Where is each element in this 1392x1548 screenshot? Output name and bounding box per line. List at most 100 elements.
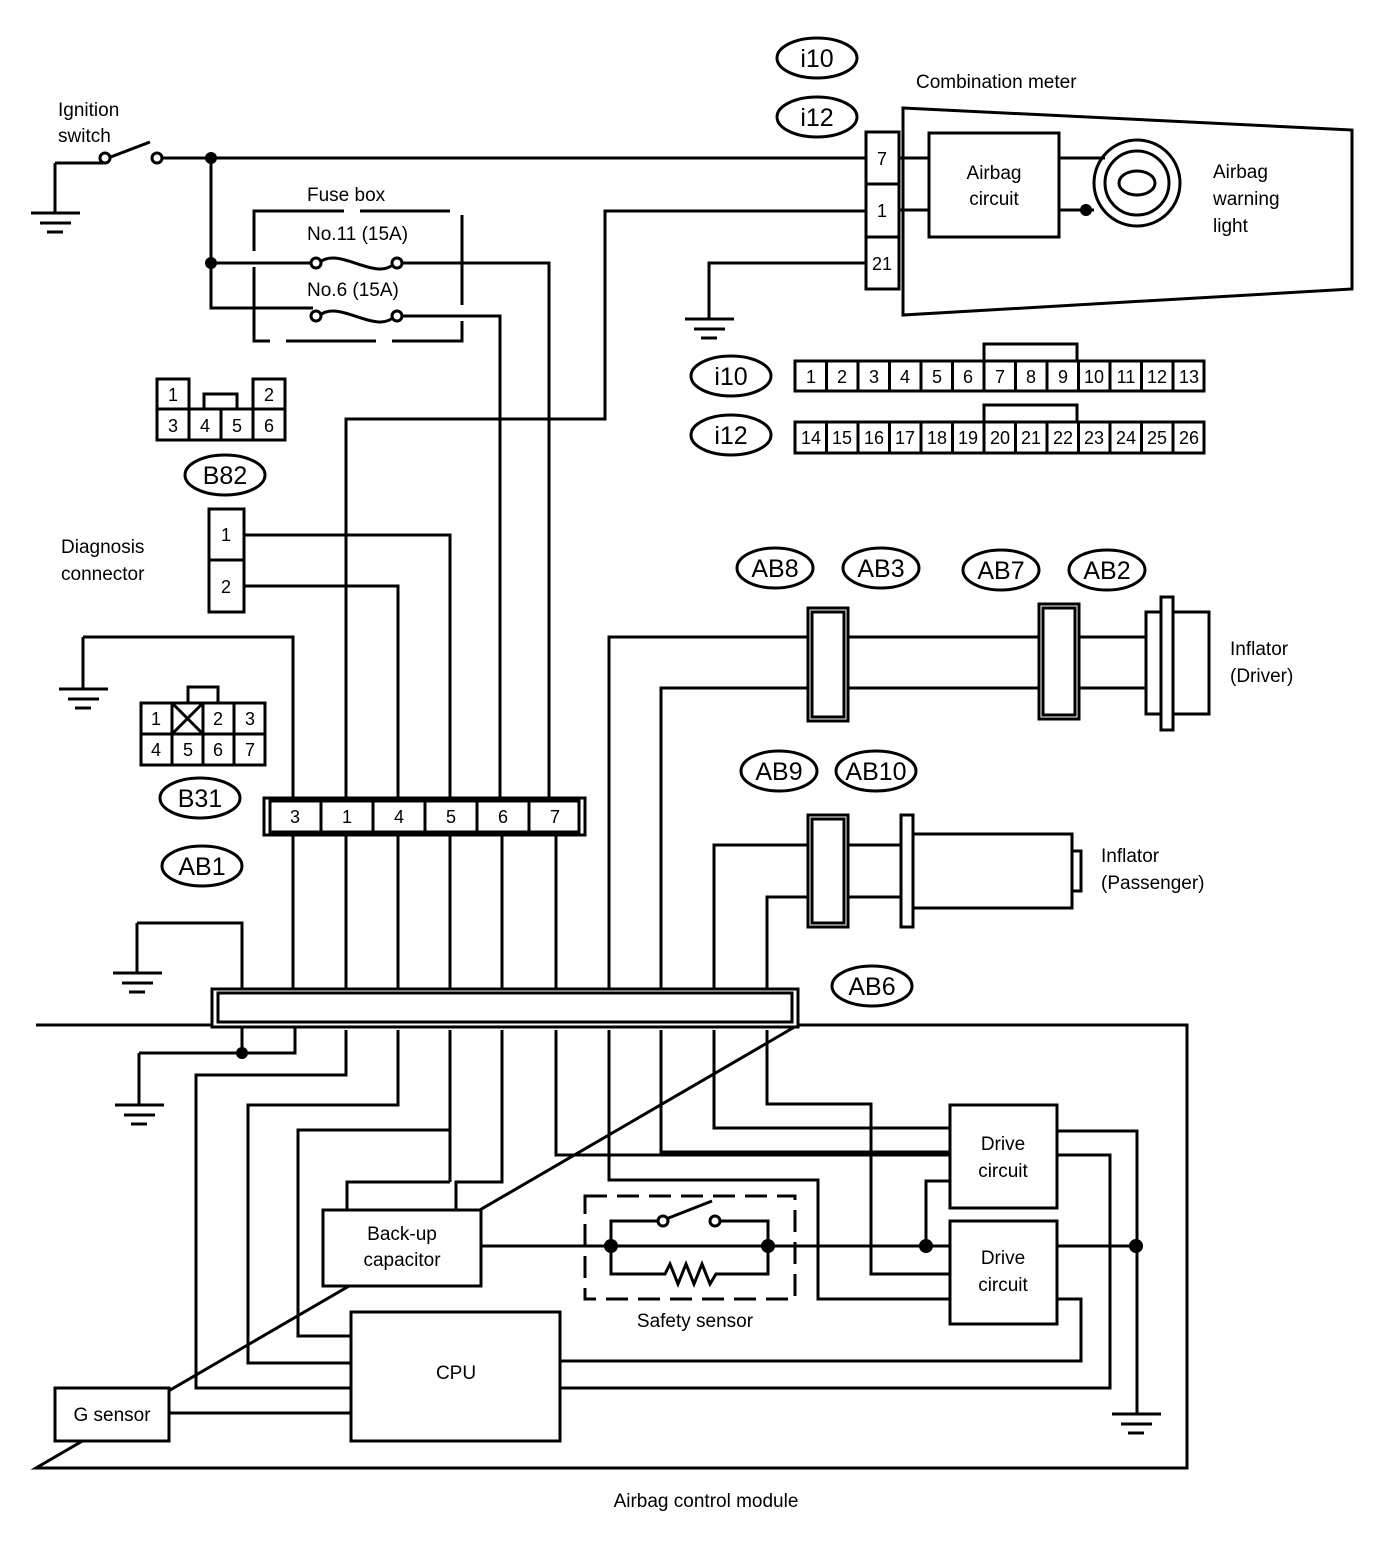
ab1-pin-1: 1 [342, 807, 352, 827]
b82-pin: 5 [232, 416, 242, 436]
i10-pin: 11 [1117, 367, 1136, 387]
inflator-passenger-label-1: Inflator [1101, 846, 1160, 867]
fuse-box-label: Fuse box [307, 185, 386, 206]
b82-pin: 1 [168, 385, 178, 405]
g-sensor-box [53, 1386, 171, 1443]
diag-pin-2: 2 [221, 577, 231, 597]
i12-pin: 15 [832, 428, 852, 448]
tag-ab8: AB8 [751, 555, 798, 583]
ab1-pin-4: 4 [394, 807, 404, 827]
backup-capacitor-label-1: Back-up [367, 1224, 437, 1245]
inflator-driver-label-2: (Driver) [1230, 666, 1293, 687]
airbag-circuit-label-2: circuit [969, 189, 1019, 210]
b31-pin: 4 [151, 740, 161, 760]
diag-pin-1: 1 [221, 525, 231, 545]
i10-connector-face [793, 342, 1206, 393]
tag-ab7: AB7 [977, 557, 1024, 585]
ground-symbols [31, 211, 1161, 1435]
backup-capacitor-box [321, 1208, 483, 1288]
b31-pin: 3 [245, 709, 255, 729]
i10-pin: 10 [1084, 367, 1104, 387]
combination-meter [864, 106, 1354, 317]
i12-pin: 16 [864, 428, 884, 448]
driver-inflator-harness [806, 595, 1211, 732]
fuse-no6-label: No.6 (15A) [307, 280, 399, 301]
i12-pin: 14 [801, 428, 821, 448]
i10-pin: 8 [1026, 367, 1036, 387]
ab1-pin-6: 6 [498, 807, 508, 827]
tag-ab9: AB9 [755, 758, 802, 786]
tag-ab10: AB10 [845, 758, 906, 786]
tag-ab6: AB6 [848, 973, 895, 1001]
fuse-box [252, 209, 464, 343]
tag-i10: i10 [714, 363, 747, 391]
tag-ab1: AB1 [178, 853, 225, 881]
warning-light-label-3: light [1213, 216, 1249, 237]
i12-pin: 25 [1147, 428, 1167, 448]
i12-pin: 23 [1084, 428, 1104, 448]
warning-light-label-2: warning [1212, 189, 1280, 210]
tag-ab2: AB2 [1083, 557, 1130, 585]
b31-pin: 6 [213, 740, 223, 760]
ignition-switch-label-1: Ignition [58, 100, 119, 121]
drive-circuit-1-label-2: circuit [978, 1161, 1028, 1182]
warning-light-label-1: Airbag [1213, 162, 1268, 183]
connector-tag-ovals [158, 36, 1147, 1008]
i10-pin: 3 [869, 367, 879, 387]
i10-pin: 4 [900, 367, 910, 387]
i10-pin: 12 [1147, 367, 1167, 387]
i10-pin: 9 [1058, 367, 1068, 387]
b31-pin: 1 [151, 709, 161, 729]
b31-pin: 2 [213, 709, 223, 729]
cpu-box [349, 1310, 562, 1443]
b82-pin: 6 [264, 416, 274, 436]
tag-ab3: AB3 [857, 555, 904, 583]
i10-pin-labels: 1 2 3 4 5 6 7 8 9 10 11 12 13 [806, 367, 1199, 387]
module-label: Airbag control module [614, 1491, 799, 1512]
drive-circuit-2-label-1: Drive [981, 1248, 1025, 1269]
b82-pin: 4 [200, 416, 210, 436]
i10-pin: 7 [995, 367, 1005, 387]
wires [53, 140, 1146, 1415]
tag-i10-top: i10 [800, 45, 833, 73]
ab1-pin-5: 5 [446, 807, 456, 827]
tag-i12: i12 [714, 422, 747, 450]
i12-pin: 22 [1053, 428, 1073, 448]
i12-pin: 20 [990, 428, 1010, 448]
safety-sensor [583, 1194, 797, 1301]
b31-pin: 7 [245, 740, 255, 760]
i10-pin: 1 [806, 367, 816, 387]
b82-pin: 3 [168, 416, 178, 436]
diagnosis-connector [207, 507, 246, 614]
drive-circuit-1-label-1: Drive [981, 1134, 1025, 1155]
tag-i12-top: i12 [800, 104, 833, 132]
i10-pin: 13 [1179, 367, 1199, 387]
tag-b82: B82 [203, 462, 247, 490]
cpu-label: CPU [436, 1363, 476, 1384]
b82-connector-face [155, 377, 287, 442]
b31-connector-face [139, 685, 267, 767]
diagnosis-connector-label-1: Diagnosis [61, 537, 144, 558]
passenger-inflator-harness [806, 813, 1083, 929]
diagnosis-connector-label-2: connector [61, 564, 145, 585]
drive-circuit-2-box [948, 1219, 1059, 1326]
i12-pin: 24 [1116, 428, 1136, 448]
fuse-no11-label: No.11 (15A) [307, 224, 408, 245]
tag-b31: B31 [178, 785, 222, 813]
i12-pin: 26 [1179, 428, 1199, 448]
ab1-pin-7: 7 [550, 807, 560, 827]
b31-pin: 5 [183, 740, 193, 760]
airbag-control-module [30, 987, 1189, 1470]
meter-pin-7: 7 [877, 149, 887, 169]
drive-circuit-2-label-2: circuit [978, 1275, 1028, 1296]
ab1-pin-3: 3 [290, 807, 300, 827]
safety-sensor-label: Safety sensor [637, 1311, 754, 1332]
inflator-passenger-label-2: (Passenger) [1101, 873, 1205, 894]
backup-capacitor-label-2: capacitor [363, 1250, 441, 1271]
i12-pin: 18 [927, 428, 947, 448]
b82-pin: 2 [264, 385, 274, 405]
g-sensor-label: G sensor [73, 1405, 151, 1426]
airbag-circuit-label-1: Airbag [967, 163, 1022, 184]
i12-pin: 17 [895, 428, 915, 448]
